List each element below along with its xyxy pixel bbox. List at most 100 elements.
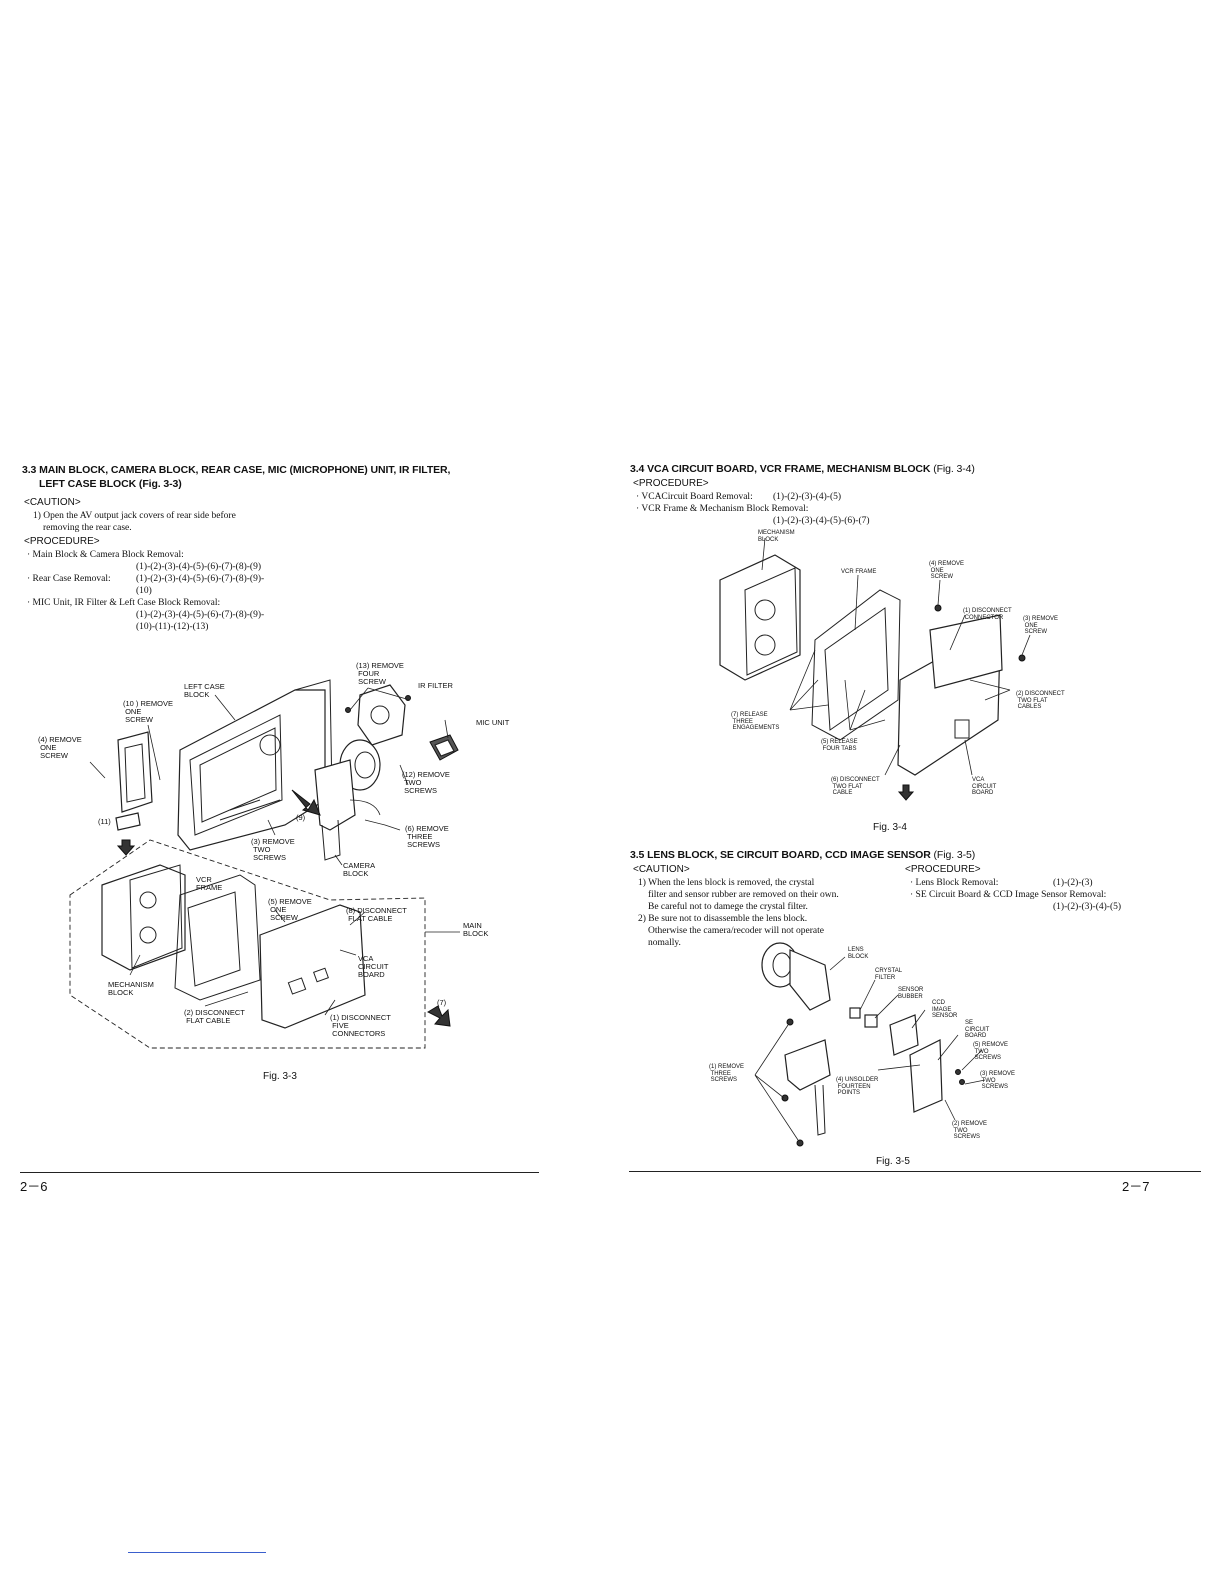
proc3-title: · MIC Unit, IR Filter & Left Case Block …: [27, 598, 221, 608]
label-35-3-remove-two-screws: (3) REMOVE TWO SCREWS: [980, 1071, 1016, 1090]
section-3-3-heading: 3.3 MAIN BLOCK, CAMERA BLOCK, REAR CASE,…: [22, 463, 562, 491]
section-3-4-heading: 3.4 VCA CIRCUIT BOARD, VCR FRAME, MECHAN…: [630, 462, 975, 476]
proc3-steps: (1)-(2)-(3)-(4)-(5)-(6)-(7)-(8)-(9)-: [136, 610, 265, 620]
caution-3-5-line-2: filter and sensor rubber are removed on …: [648, 890, 839, 900]
label-2-disconnect-flat-cable: (2) DISCONNECT FLAT CABLE: [184, 1008, 245, 1025]
p35-2-steps: (1)-(2)-(3)-(4)-(5): [1053, 902, 1122, 912]
camera-block-drawing: [314, 739, 381, 861]
fig-3-4-caption: Fig. 3-4: [873, 822, 907, 833]
leader-lines: [89, 687, 460, 1016]
screw-3-35-drawing: [959, 1079, 965, 1085]
procedure-3-4-title: <PROCEDURE>: [633, 478, 709, 489]
label-34-1-disconnect-connector: (1) DISCONNECT CONNECTOR: [963, 608, 1012, 621]
bottom-link-underline: [128, 1552, 266, 1553]
fig-3-5-exploded-diagram: [754, 942, 986, 1147]
heading-3-5-fig-ref: (Fig. 3-5): [933, 849, 976, 861]
arrow-down-34-drawing: [897, 784, 915, 801]
label-vcr-frame: VCR FRAME: [196, 875, 223, 892]
p34-1-title: · VCACircuit Board Removal:: [636, 492, 753, 502]
left-footer-rule: [20, 1172, 539, 1173]
ccd-sensor-35-drawing: [889, 1014, 919, 1056]
label-35-lens-block: LENS BLOCK: [848, 947, 869, 960]
label-left-case-block: LEFT CASE BLOCK: [184, 682, 225, 699]
caution-3-5-line-6: nomally.: [648, 938, 681, 948]
heading-line-2: LEFT CASE BLOCK: [39, 478, 137, 490]
screw-5-35-drawing: [955, 1069, 961, 1075]
label-34-5-release-four-tabs: (5) RELEASE FOUR TABS: [821, 739, 858, 752]
label-35-5-remove-two-screws: (5) REMOVE TWO SCREWS: [973, 1042, 1009, 1061]
ir-filter-drawing: [345, 684, 411, 746]
leader-lines-34: [761, 537, 1031, 776]
label-34-4-remove-one-screw: (4) REMOVE ONE SCREW: [929, 561, 965, 580]
label-35-4-unsolder-fourteen-points: (4) UNSOLDER FOURTEEN POINTS: [836, 1077, 879, 1096]
procedure-title: <PROCEDURE>: [24, 536, 100, 547]
label-vca-circuit-board: VCA CIRCUIT BOARD: [358, 954, 389, 979]
label-4-remove-one-screw: (4) REMOVE ONE SCREW: [38, 735, 82, 760]
label-35-crystal-filter: CRYSTAL FILTER: [875, 968, 903, 981]
vcr-frame-drawing: [174, 874, 261, 1001]
label-34-2-disconnect-two-flat-cables: (2) DISCONNECT TWO FLAT CABLES: [1016, 691, 1065, 710]
label-6-remove-three-screws: (6) REMOVE THREE SCREWS: [405, 824, 449, 849]
label-10-remove-one-screw: (10 ) REMOVE ONE SCREW: [123, 699, 174, 724]
proc2-steps-cont: (10): [136, 586, 152, 596]
label-ir-filter: IR FILTER: [418, 681, 453, 690]
crystal-filter-35-drawing: [849, 1007, 861, 1019]
label-35-se-circuit-board: SE CIRCUIT BOARD: [965, 1020, 990, 1039]
proc1-steps: (1)-(2)-(3)-(4)-(5)-(6)-(7)-(8)-(9): [136, 562, 262, 572]
mechanism-block-34-drawing: [719, 554, 801, 681]
sensor-rubber-35-drawing: [864, 1014, 878, 1028]
right-footer-rule: [629, 1171, 1201, 1172]
left-case-block-drawing: [177, 679, 333, 851]
heading-fig-ref: (Fig. 3-3): [138, 478, 182, 490]
label-35-1-remove-three-screws: (1) REMOVE THREE SCREWS: [709, 1064, 745, 1083]
vcr-frame-34-drawing: [811, 589, 901, 741]
p34-1-steps: (1)-(2)-(3)-(4)-(5): [773, 492, 842, 502]
caution-title: <CAUTION>: [24, 497, 81, 508]
label-1-disconnect-five-connectors: (1) DISCONNECT FIVE CONNECTORS: [330, 1013, 391, 1038]
proc2-steps: (1)-(2)-(3)-(4)-(5)-(6)-(7)-(8)-(9)-: [136, 574, 265, 584]
p35-1-steps: (1)-(2)-(3): [1053, 878, 1093, 888]
p35-2-title: · SE Circuit Board & CCD Image Sensor Re…: [910, 890, 1107, 900]
leader-lines-35: [754, 956, 986, 1141]
caution-3-5-line-3: Be careful not to damege the crystal fil…: [648, 902, 808, 912]
label-34-7-release-three-engagements: (7) RELEASE THREE ENGAGEMENTS: [731, 712, 780, 731]
arrow-9-drawing: [291, 789, 321, 816]
label-13-remove-four-screw: (13) REMOVE FOUR SCREW: [356, 661, 404, 686]
left-page-number: 2－6: [20, 1179, 48, 1194]
label-3-remove-two-screws: (3) REMOVE TWO SCREWS: [251, 837, 295, 862]
p35-1-title: · Lens Block Removal:: [910, 878, 999, 888]
label-8-disconnect-flat-cable: (8) DISCONNECT FLAT CABLE: [346, 906, 407, 923]
caution-3-5-line-4: 2) Be sure not to disassemble the lens b…: [638, 914, 808, 924]
se-board-35-drawing: [909, 1039, 943, 1113]
label-35-sensor-rubber: SENSOR BUBBER: [898, 987, 924, 1000]
fig-3-5-caption: Fig. 3-5: [876, 1156, 910, 1167]
label-camera-block: CAMERA BLOCK: [343, 861, 376, 878]
heading-line-1: 3.3 MAIN BLOCK, CAMERA BLOCK, REAR CASE,…: [22, 464, 451, 476]
caution-3-5-title: <CAUTION>: [633, 864, 690, 875]
label-34-3-remove-one-screw: (3) REMOVE ONE SCREW: [1023, 616, 1059, 635]
lens-mount-35-drawing: [781, 1018, 831, 1147]
label-9: (9): [296, 813, 306, 822]
mechanism-block-drawing: [101, 864, 186, 971]
label-5-remove-one-screw: (5) REMOVE ONE SCREW: [268, 897, 312, 922]
label-12-remove-two-screws: (12) REMOVE TWO SCREWS: [402, 770, 450, 795]
main-block-dashed-outline: [69, 839, 426, 1049]
proc2-title: · Rear Case Removal:: [27, 574, 111, 584]
heading-3-5-text: 3.5 LENS BLOCK, SE CIRCUIT BOARD, CCD IM…: [630, 849, 931, 861]
fig-3-3-caption: Fig. 3-3: [263, 1071, 297, 1082]
label-34-vca-circuit-board: VCA CIRCUIT BOARD: [972, 777, 997, 796]
right-page-number: 2－7: [1122, 1179, 1150, 1194]
label-mechanism-block: MECHANISM BLOCK: [108, 980, 154, 997]
procedure-3-5-title: <PROCEDURE>: [905, 864, 981, 875]
fig-3-4-exploded-diagram: [719, 537, 1031, 801]
vca-board-34-drawing: [897, 614, 1003, 776]
p34-2-steps: (1)-(2)-(3)-(4)-(5)-(6)-(7): [773, 516, 870, 526]
label-35-2-remove-two-screws: (2) REMOVE TWO SCREWS: [952, 1121, 988, 1140]
arrow-11-drawing: [116, 839, 136, 856]
heading-3-4-fig-ref: (Fig. 3-4): [933, 463, 975, 475]
label-mic-unit: MIC UNIT: [476, 718, 510, 727]
caution-line-1: 1) Open the AV output jack covers of rea…: [33, 511, 236, 521]
caution-3-5-line-1: 1) When the lens block is removed, the c…: [638, 878, 815, 888]
mic-unit-drawing: [429, 734, 459, 761]
label-34-mechanism-block: MECHANISM BLOCK: [758, 530, 795, 543]
